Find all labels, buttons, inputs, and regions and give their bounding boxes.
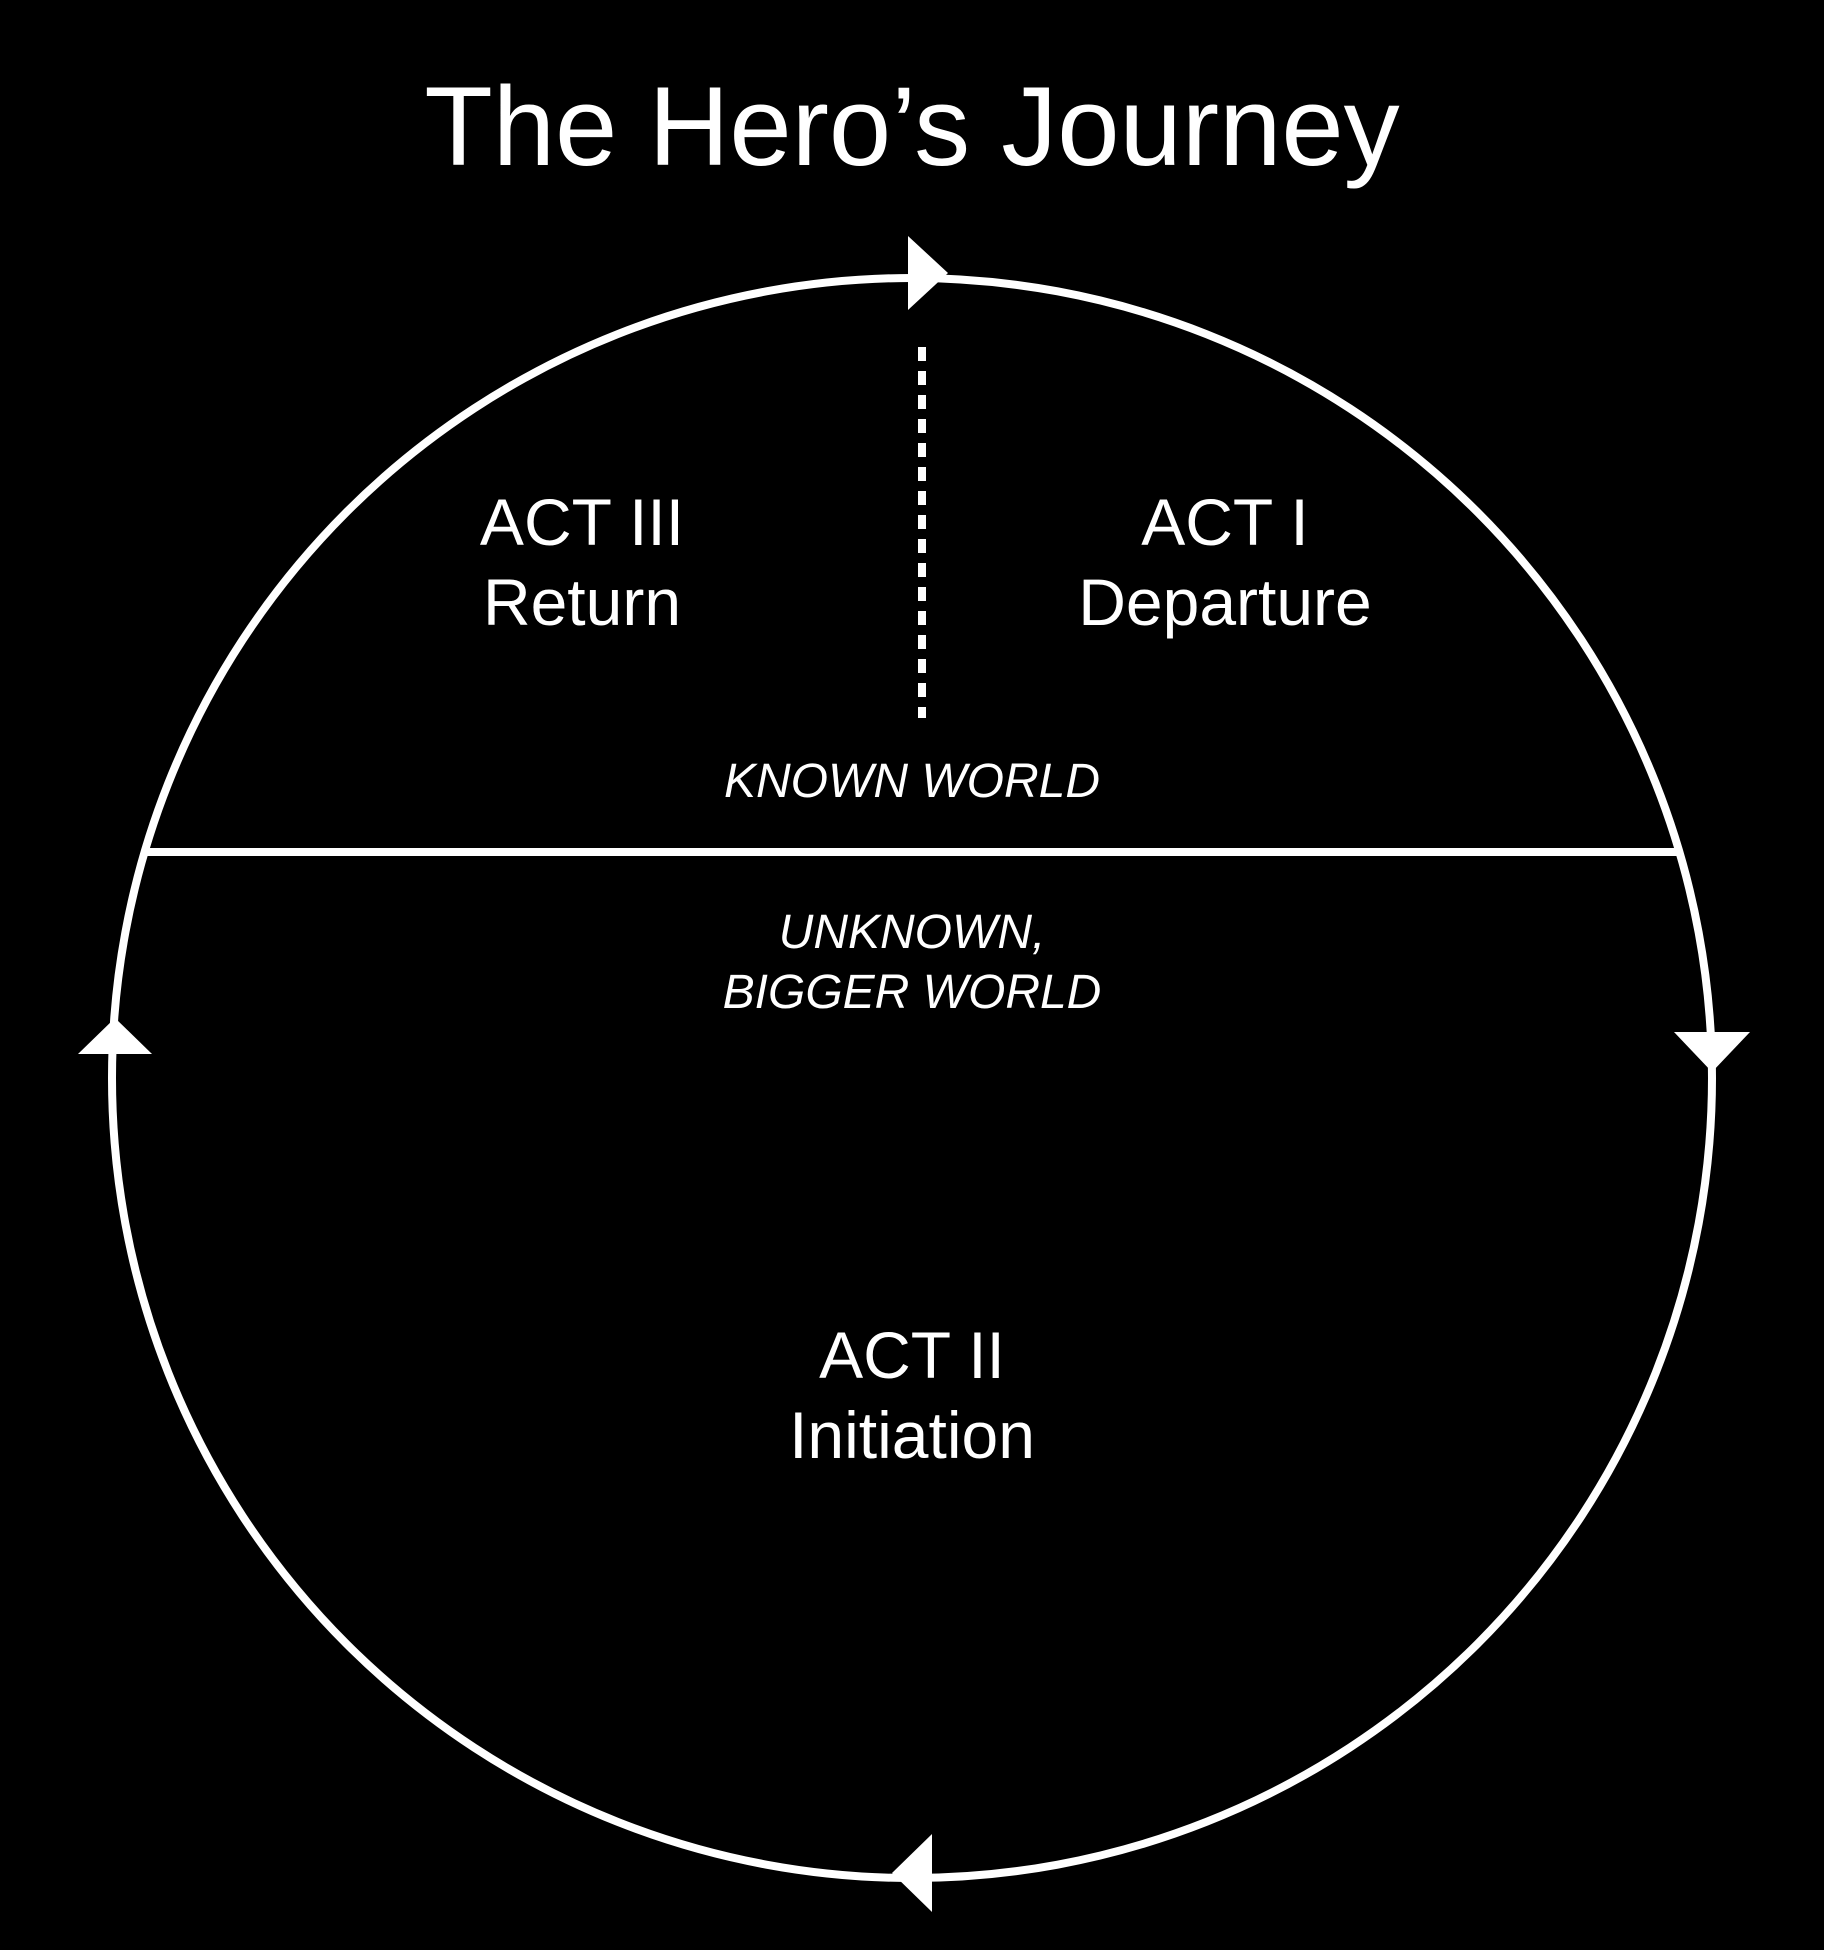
act3-name: Return <box>483 565 681 639</box>
act2-name: Initiation <box>789 1398 1035 1472</box>
arrow-up-icon <box>78 1018 152 1054</box>
arrow-left-icon <box>892 1834 932 1912</box>
diagram-title: The Hero’s Journey <box>424 64 1399 189</box>
unknown-world-label-line2: BIGGER WORLD <box>723 966 1102 1019</box>
unknown-world-label-line1: UNKNOWN, <box>779 906 1046 959</box>
known-world-label: KNOWN WORLD <box>724 755 1100 808</box>
arrow-down-icon <box>1674 1032 1750 1072</box>
act2-label: ACT II <box>819 1318 1005 1392</box>
act1-name: Departure <box>1078 565 1372 639</box>
act1-label: ACT I <box>1141 485 1308 559</box>
journey-cycle-circle <box>108 274 1716 1882</box>
act3-label: ACT III <box>480 485 684 559</box>
arrow-right-icon <box>908 236 948 310</box>
